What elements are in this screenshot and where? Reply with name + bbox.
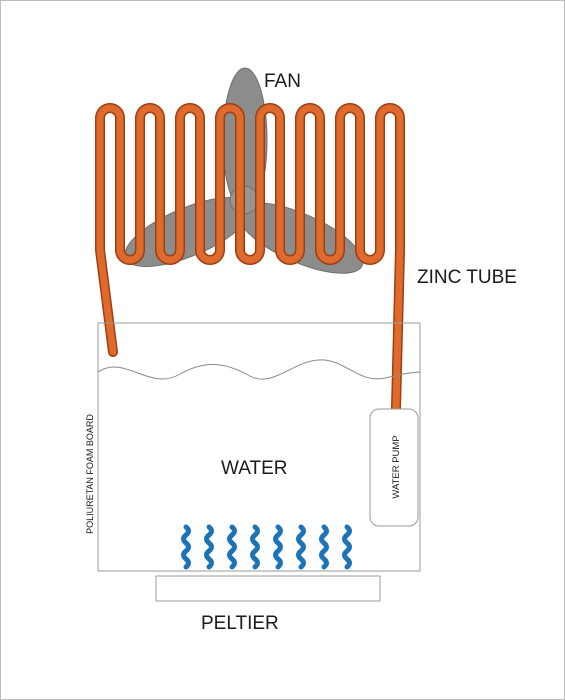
water-tank bbox=[97, 322, 421, 572]
heat-waves bbox=[181, 524, 352, 570]
water-pump-label: WATER PUMP bbox=[391, 435, 402, 498]
water-surface bbox=[97, 359, 421, 380]
heat-wave bbox=[204, 524, 214, 570]
heat-wave bbox=[250, 524, 260, 570]
heat-wave bbox=[296, 524, 306, 570]
water-label: WATER bbox=[221, 458, 288, 479]
zinc-tube-body bbox=[96, 104, 404, 412]
fan-label: FAN bbox=[264, 71, 301, 92]
heat-wave bbox=[273, 524, 283, 570]
foam-board-label: POLIURETAN FOAM BOARD bbox=[85, 414, 95, 534]
peltier-plate bbox=[155, 575, 381, 602]
heat-wave bbox=[227, 524, 237, 570]
heat-wave bbox=[181, 524, 191, 570]
zinc-tube bbox=[95, 103, 405, 413]
peltier-label: PELTIER bbox=[201, 613, 279, 634]
zinc-tube-label: ZINC TUBE bbox=[417, 267, 517, 288]
water-pump bbox=[369, 408, 419, 527]
heat-wave bbox=[319, 524, 329, 570]
heat-wave bbox=[342, 524, 352, 570]
